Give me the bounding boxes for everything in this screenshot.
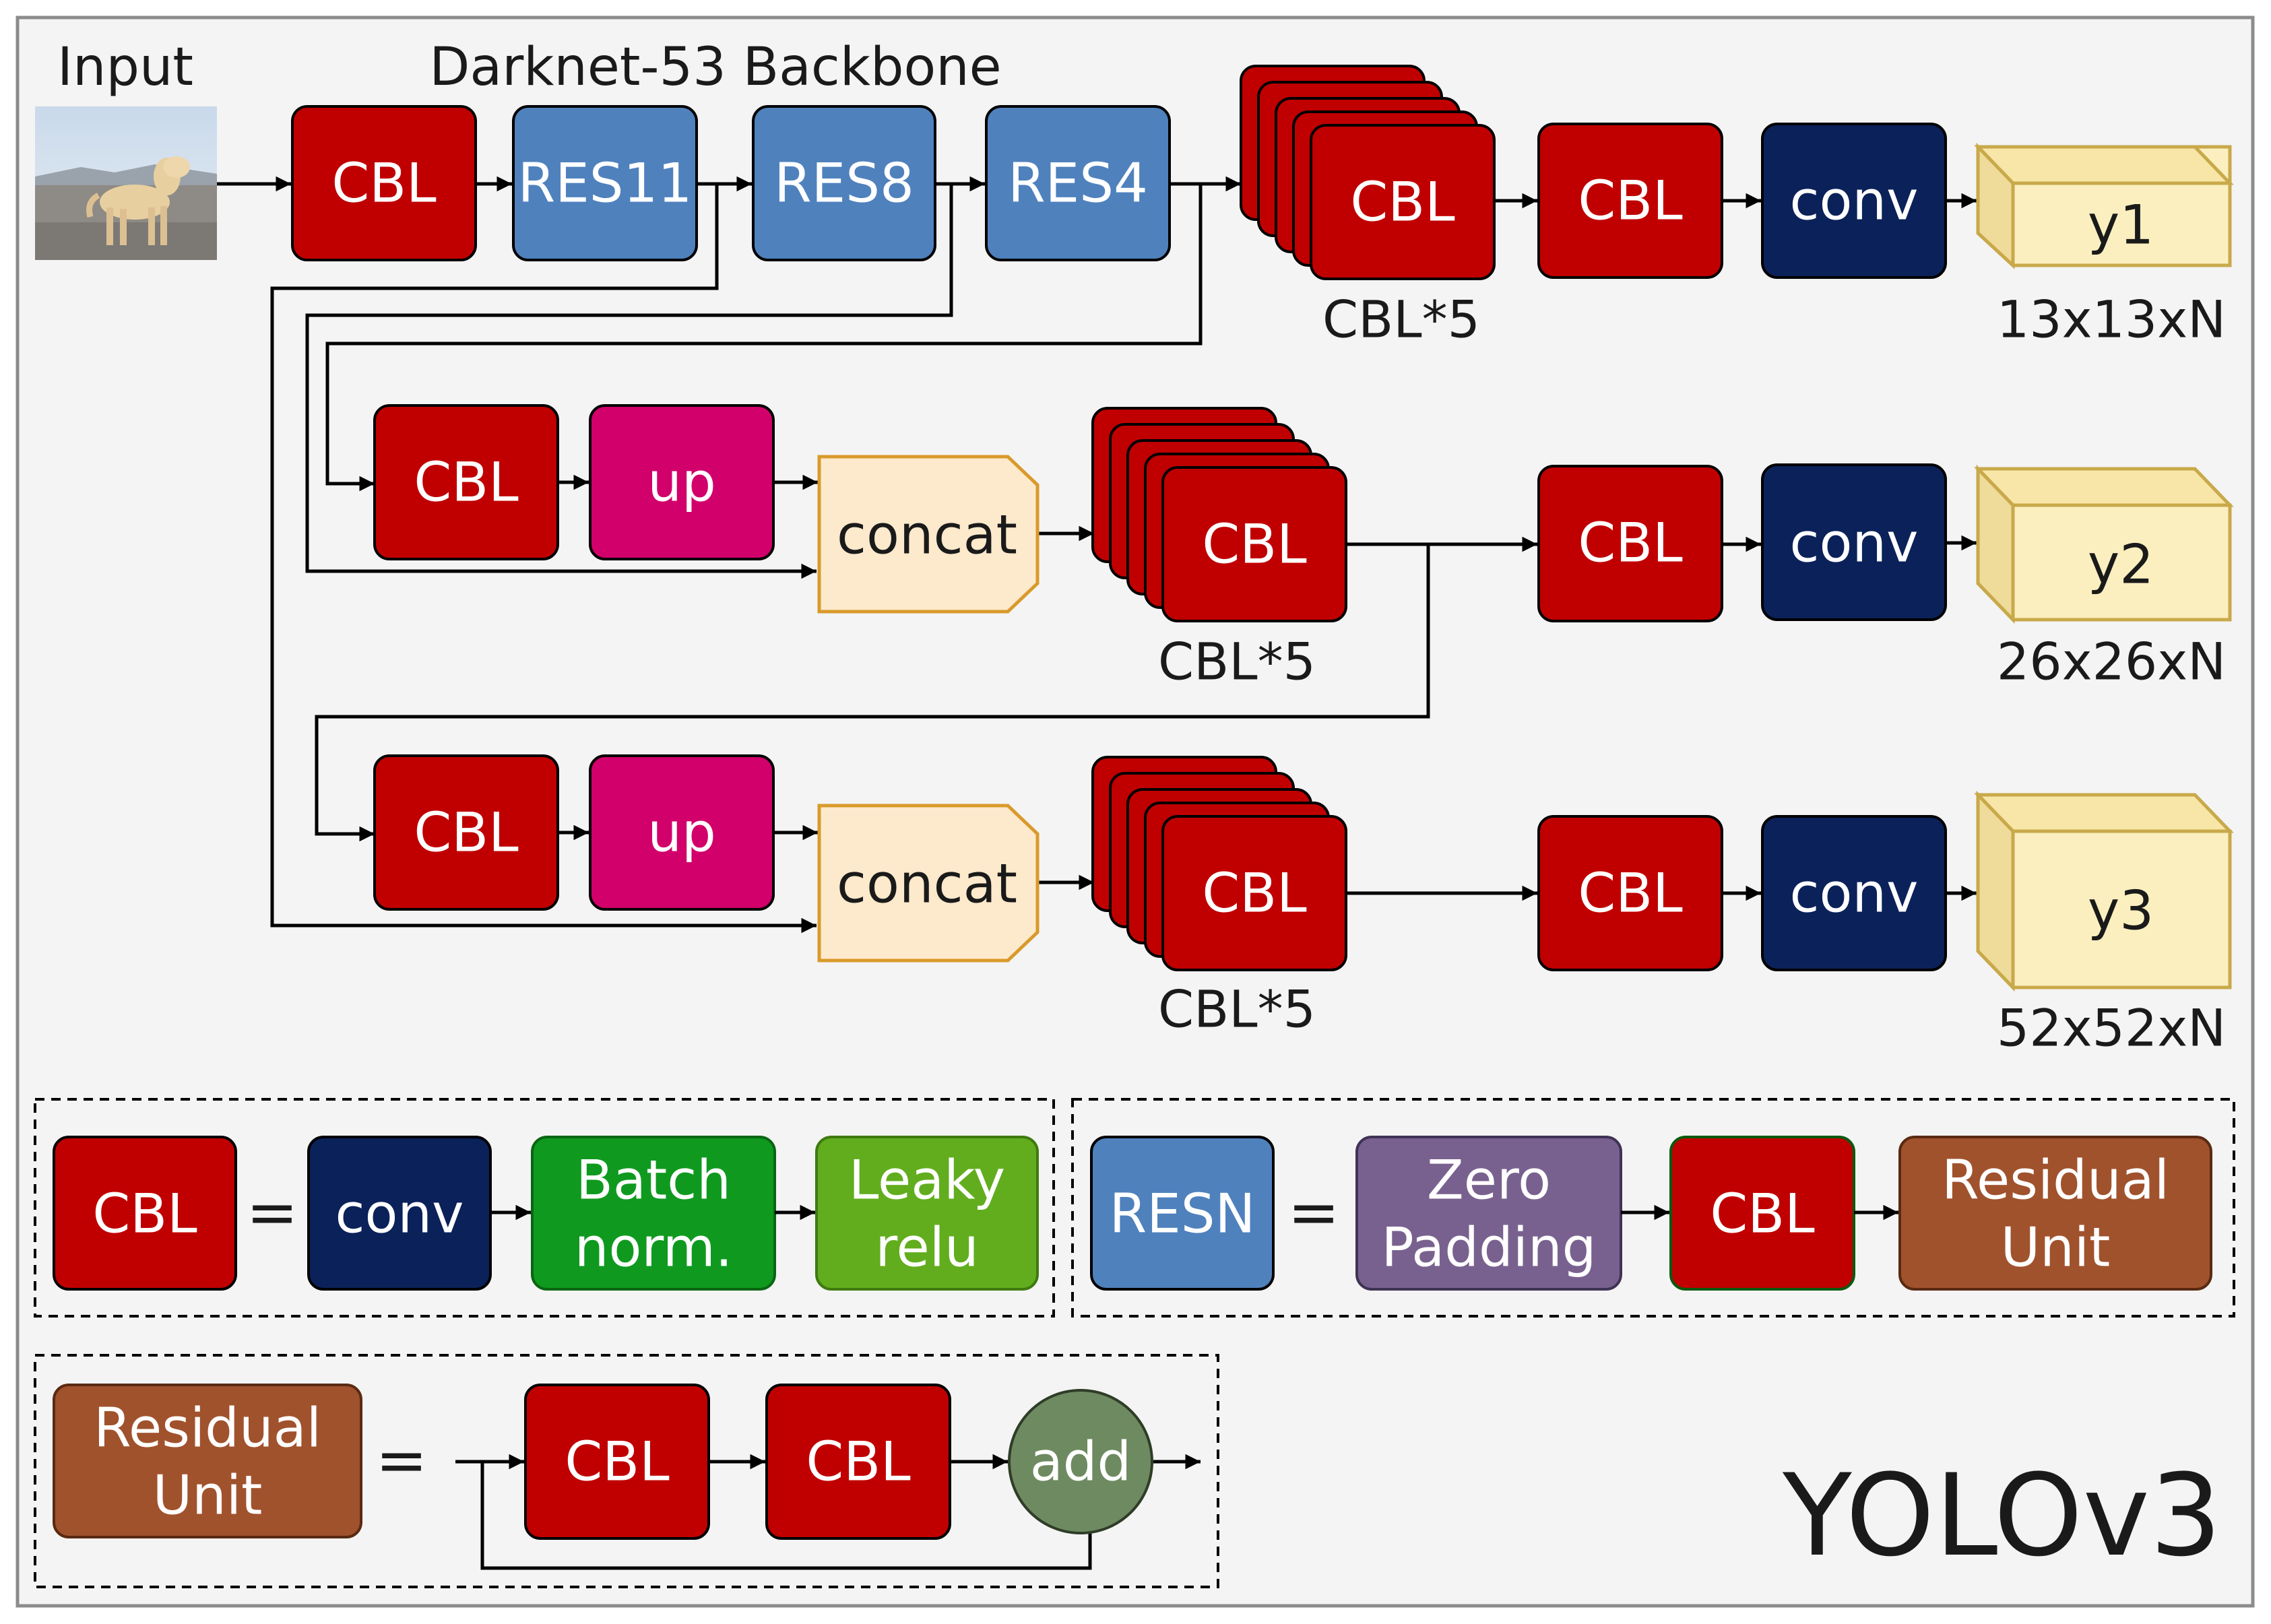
- svg-text:up: up: [647, 451, 715, 514]
- svg-text:norm.: norm.: [575, 1216, 733, 1279]
- model-name: YOLOv3: [1782, 1450, 2222, 1582]
- legend-residual-equals: =: [375, 1425, 427, 1497]
- svg-text:Padding: Padding: [1382, 1216, 1597, 1279]
- scale1-cbl-stack: CBL: [1240, 65, 1496, 280]
- svg-text:CBL: CBL: [806, 1431, 911, 1493]
- scale2-conv-block: conv: [1761, 463, 1947, 621]
- scale3-cbl-block: CBL: [373, 754, 559, 911]
- scale2-output-dims: 26x26xN: [1997, 632, 2226, 692]
- svg-text:CBL: CBL: [565, 1431, 670, 1493]
- connection-wires: [217, 176, 1977, 934]
- backbone-cbl-block: CBL: [291, 105, 477, 261]
- svg-text:Unit: Unit: [2001, 1216, 2111, 1279]
- scale1-output-cube: y1: [1974, 142, 2234, 269]
- svg-text:CBL: CBL: [1350, 171, 1455, 234]
- legend-residual-cbl-b: CBL: [765, 1384, 951, 1540]
- svg-text:relu: relu: [875, 1216, 978, 1279]
- svg-text:Unit: Unit: [153, 1464, 263, 1527]
- scale1-output-dims: 13x13xN: [1997, 290, 2226, 350]
- dog-photo-icon: [35, 106, 217, 260]
- scale2-stack-caption: CBL*5: [1158, 632, 1316, 692]
- svg-text:Zero: Zero: [1427, 1149, 1551, 1212]
- legend-residual-wires: [455, 1454, 1201, 1570]
- backbone-res8-block: RES8: [752, 105, 936, 261]
- svg-text:CBL: CBL: [1578, 862, 1683, 925]
- backbone-label: Darknet-53 Backbone: [429, 37, 1001, 98]
- scale1-conv-block: conv: [1761, 123, 1947, 279]
- backbone-res4-block: RES4: [985, 105, 1171, 261]
- legend-residual-cbl-a: CBL: [524, 1384, 710, 1540]
- svg-text:conv: conv: [1790, 512, 1919, 575]
- svg-text:CBL: CBL: [1578, 170, 1683, 232]
- svg-text:concat: concat: [837, 504, 1017, 566]
- scale1-stack-caption: CBL*5: [1322, 290, 1480, 350]
- scale3-head-cbl-block: CBL: [1537, 815, 1723, 971]
- svg-text:RESN: RESN: [1110, 1183, 1256, 1245]
- legend-residual-unit-block: Residual Unit: [1898, 1136, 2212, 1291]
- legend-add-node: add: [1008, 1389, 1153, 1534]
- legend-resn-block: RESN: [1090, 1136, 1275, 1291]
- svg-text:CBL: CBL: [414, 802, 519, 864]
- scale2-up-block: up: [589, 404, 775, 560]
- legend-residual-unit-definition: Residual Unit: [53, 1384, 362, 1538]
- scale3-concat-block: concat: [817, 804, 1039, 963]
- svg-text:CBL: CBL: [1202, 862, 1307, 925]
- svg-text:Residual: Residual: [1942, 1149, 2169, 1212]
- legend-conv-block: conv: [307, 1136, 492, 1291]
- scale3-conv-block: conv: [1761, 815, 1947, 971]
- svg-text:CBL: CBL: [1578, 512, 1683, 575]
- svg-text:CBL: CBL: [1202, 513, 1307, 576]
- svg-text:CBL: CBL: [331, 152, 437, 215]
- svg-text:CBL: CBL: [414, 451, 519, 514]
- legend-cbl-block: CBL: [53, 1136, 237, 1291]
- scale2-head-cbl-block: CBL: [1537, 465, 1723, 622]
- backbone-res11-block: RES11: [512, 105, 698, 261]
- svg-text:add: add: [1030, 1431, 1132, 1493]
- legend-residual-box: [34, 1354, 1219, 1588]
- legend-zero-padding-block: Zero Padding: [1355, 1136, 1622, 1291]
- scale3-cbl-stack: CBL: [1091, 756, 1347, 971]
- svg-text:Batch: Batch: [576, 1149, 731, 1212]
- svg-text:concat: concat: [837, 853, 1017, 915]
- scale3-up-block: up: [589, 754, 775, 911]
- legend-resn-equals: =: [1287, 1177, 1339, 1249]
- legend-cbl-box: [34, 1098, 1055, 1318]
- svg-text:RES4: RES4: [1008, 152, 1148, 215]
- legend-cbl-equals: =: [246, 1177, 298, 1249]
- scale1-cbl-block: CBL: [1537, 123, 1723, 279]
- legend-resn-cbl-block: CBL: [1669, 1136, 1855, 1291]
- scale3-stack-caption: CBL*5: [1158, 979, 1316, 1039]
- svg-text:RES8: RES8: [774, 152, 914, 215]
- svg-text:CBL: CBL: [1710, 1183, 1815, 1245]
- svg-text:conv: conv: [1790, 862, 1919, 925]
- scale2-cbl-stack: CBL: [1091, 407, 1347, 622]
- scale2-output-cube: y2: [1974, 464, 2234, 624]
- svg-text:conv: conv: [1790, 170, 1919, 232]
- svg-text:conv: conv: [335, 1183, 464, 1245]
- legend-leaky-relu-block: Leaky relu: [815, 1136, 1039, 1291]
- svg-text:up: up: [647, 802, 715, 864]
- legend-batch-norm-block: Batch norm.: [531, 1136, 776, 1291]
- svg-text:Leaky: Leaky: [849, 1149, 1005, 1212]
- svg-text:Residual: Residual: [94, 1397, 321, 1460]
- scale3-output-dims: 52x52xN: [1997, 998, 2226, 1058]
- svg-text:y2: y2: [2088, 533, 2154, 596]
- scale3-output-cube: y3: [1974, 790, 2234, 992]
- scale2-concat-block: concat: [817, 455, 1039, 614]
- svg-text:y1: y1: [2088, 194, 2154, 257]
- input-label: Input: [57, 37, 193, 98]
- legend-resn-box: [1071, 1098, 2235, 1318]
- scale2-cbl-block: CBL: [373, 404, 559, 560]
- svg-text:CBL: CBL: [92, 1183, 197, 1245]
- svg-text:RES11: RES11: [518, 152, 693, 215]
- svg-text:y3: y3: [2088, 880, 2154, 942]
